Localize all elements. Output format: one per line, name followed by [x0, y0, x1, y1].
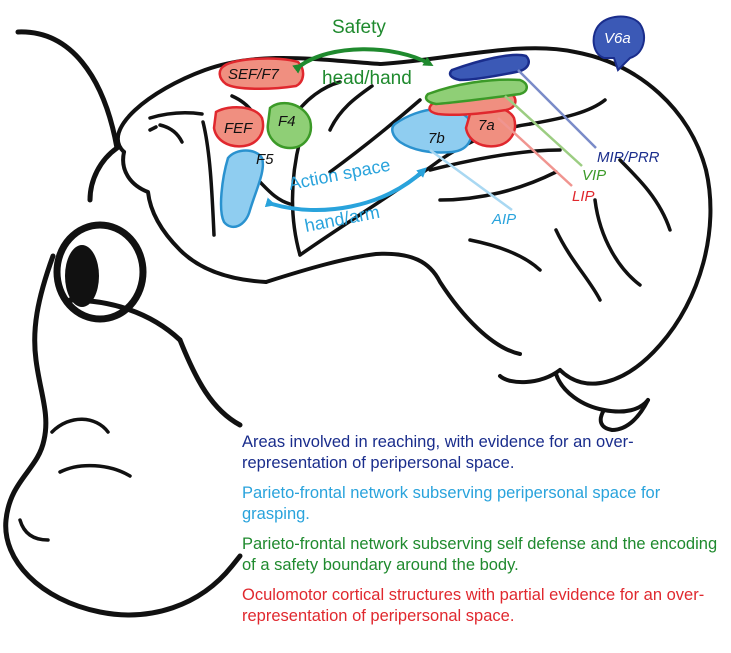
area-mip-band — [450, 55, 529, 80]
label-lip: LIP — [572, 188, 595, 205]
eye — [57, 225, 143, 319]
label-fef: FEF — [224, 120, 253, 137]
safety-subtitle: head/hand — [322, 68, 412, 89]
action-space-title: Action space — [287, 155, 392, 194]
label-aip: AIP — [491, 211, 516, 228]
label-f5: F5 — [256, 151, 274, 168]
label-7b: 7b — [428, 130, 445, 147]
label-sef-f7: SEF/F7 — [228, 66, 280, 83]
label-v6a: V6a — [604, 30, 631, 47]
legend-oculomotor: Oculomotor cortical structures with part… — [242, 585, 728, 627]
safety-title: Safety — [332, 17, 386, 38]
legend: Areas involved in reaching, with evidenc… — [242, 432, 728, 636]
legend-grasping: Parieto-frontal network subserving perip… — [242, 483, 728, 525]
label-vip: VIP — [582, 167, 606, 184]
nose-mouth — [20, 419, 130, 540]
legend-reaching: Areas involved in reaching, with evidenc… — [242, 432, 728, 474]
label-f4: F4 — [278, 113, 296, 130]
legend-defense: Parieto-frontal network subserving self … — [242, 534, 728, 576]
label-mip-prr: MIP/PRR — [597, 149, 660, 166]
label-7a: 7a — [478, 117, 495, 134]
monkey-head-outline — [6, 32, 240, 615]
